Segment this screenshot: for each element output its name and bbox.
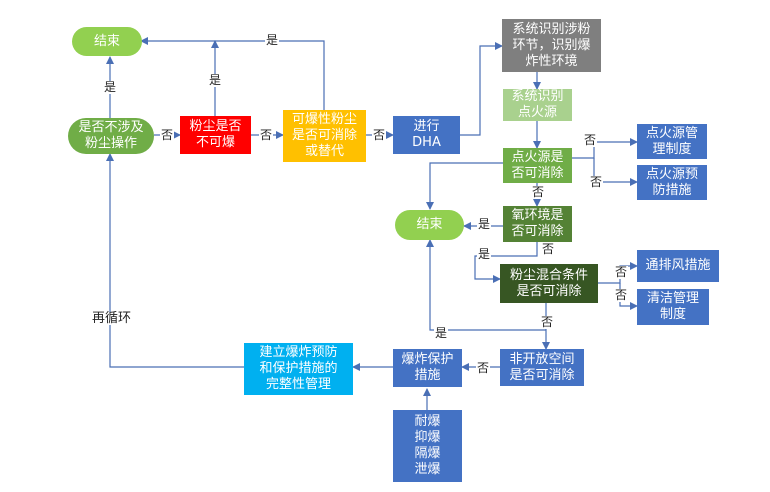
node-integrity: 建立爆炸预防 和保护措施的 完整性管理 [244,343,353,395]
connector-removable-to-mgmt [572,138,638,159]
node-identify-ignition: 系统识别 点火源 [503,89,572,121]
node-measures: 耐爆 抑爆 隔爆 泄爆 [393,410,462,482]
label-yes-mix: 是 [434,326,449,340]
node-oxygen-removable: 氧环境是 否可消除 [503,206,572,242]
label-no-involves: 否 [160,128,175,142]
label-no-replace: 否 [372,128,387,142]
label-yes-top: 是 [265,33,280,47]
node-dust-explosive: 粉尘是否 不可爆 [180,116,251,154]
node-end-mid: 结束 [395,210,464,240]
node-protection: 爆炸保护 措施 [393,349,462,387]
connector-mix-to-end [426,239,546,331]
connector-replaceable-to-end [140,37,325,110]
node-ignition-mgmt: 点火源管 理制度 [637,124,707,159]
node-ignition-removable: 点火源是 否可消除 [503,148,572,183]
label-yes-involves: 是 [103,80,118,94]
label-yes-oxygen: 是 [477,217,492,231]
node-mix-removable: 粉尘混合条件 是否可消除 [500,264,598,303]
label-no-dust: 否 [259,128,274,142]
node-identify-links: 系统识别涉粉 环节，识别爆 炸性环境 [502,19,601,72]
node-cleaning: 清洁管理 制度 [637,289,709,325]
label-yes-oxygen-2: 是 [477,247,492,261]
label-no-mix-down: 否 [540,315,555,329]
label-yes-dust: 是 [208,73,223,87]
node-end-top: 结束 [72,27,142,56]
label-no-mix-2: 否 [614,288,629,302]
label-no-oxygen: 否 [541,242,556,256]
node-non-open: 非开放空间 是否可消除 [500,349,584,386]
node-ventilation: 通排风措施 [637,250,719,282]
connector-dha-to-identify [460,42,503,136]
node-involves-dust: 是否不涉及 粉尘操作 [68,118,154,154]
connector-oxygen-to-mix [474,242,538,283]
label-no-ign-2: 否 [589,175,604,189]
label-recycle: 再循环 [91,311,133,326]
node-dha: 进行 DHA [393,116,460,154]
label-no-nonopen: 否 [476,361,491,375]
label-no-ign-1: 否 [583,133,598,147]
node-replaceable: 可爆性粉尘 是否可消除 或替代 [283,110,366,162]
connector-integrity-to-involves [106,153,244,368]
connector-removable-to-end [426,162,503,210]
label-no-ign-down: 否 [531,185,546,199]
label-no-mix-1: 否 [614,265,629,279]
node-ignition-prevent: 点火源预 防措施 [637,165,707,200]
